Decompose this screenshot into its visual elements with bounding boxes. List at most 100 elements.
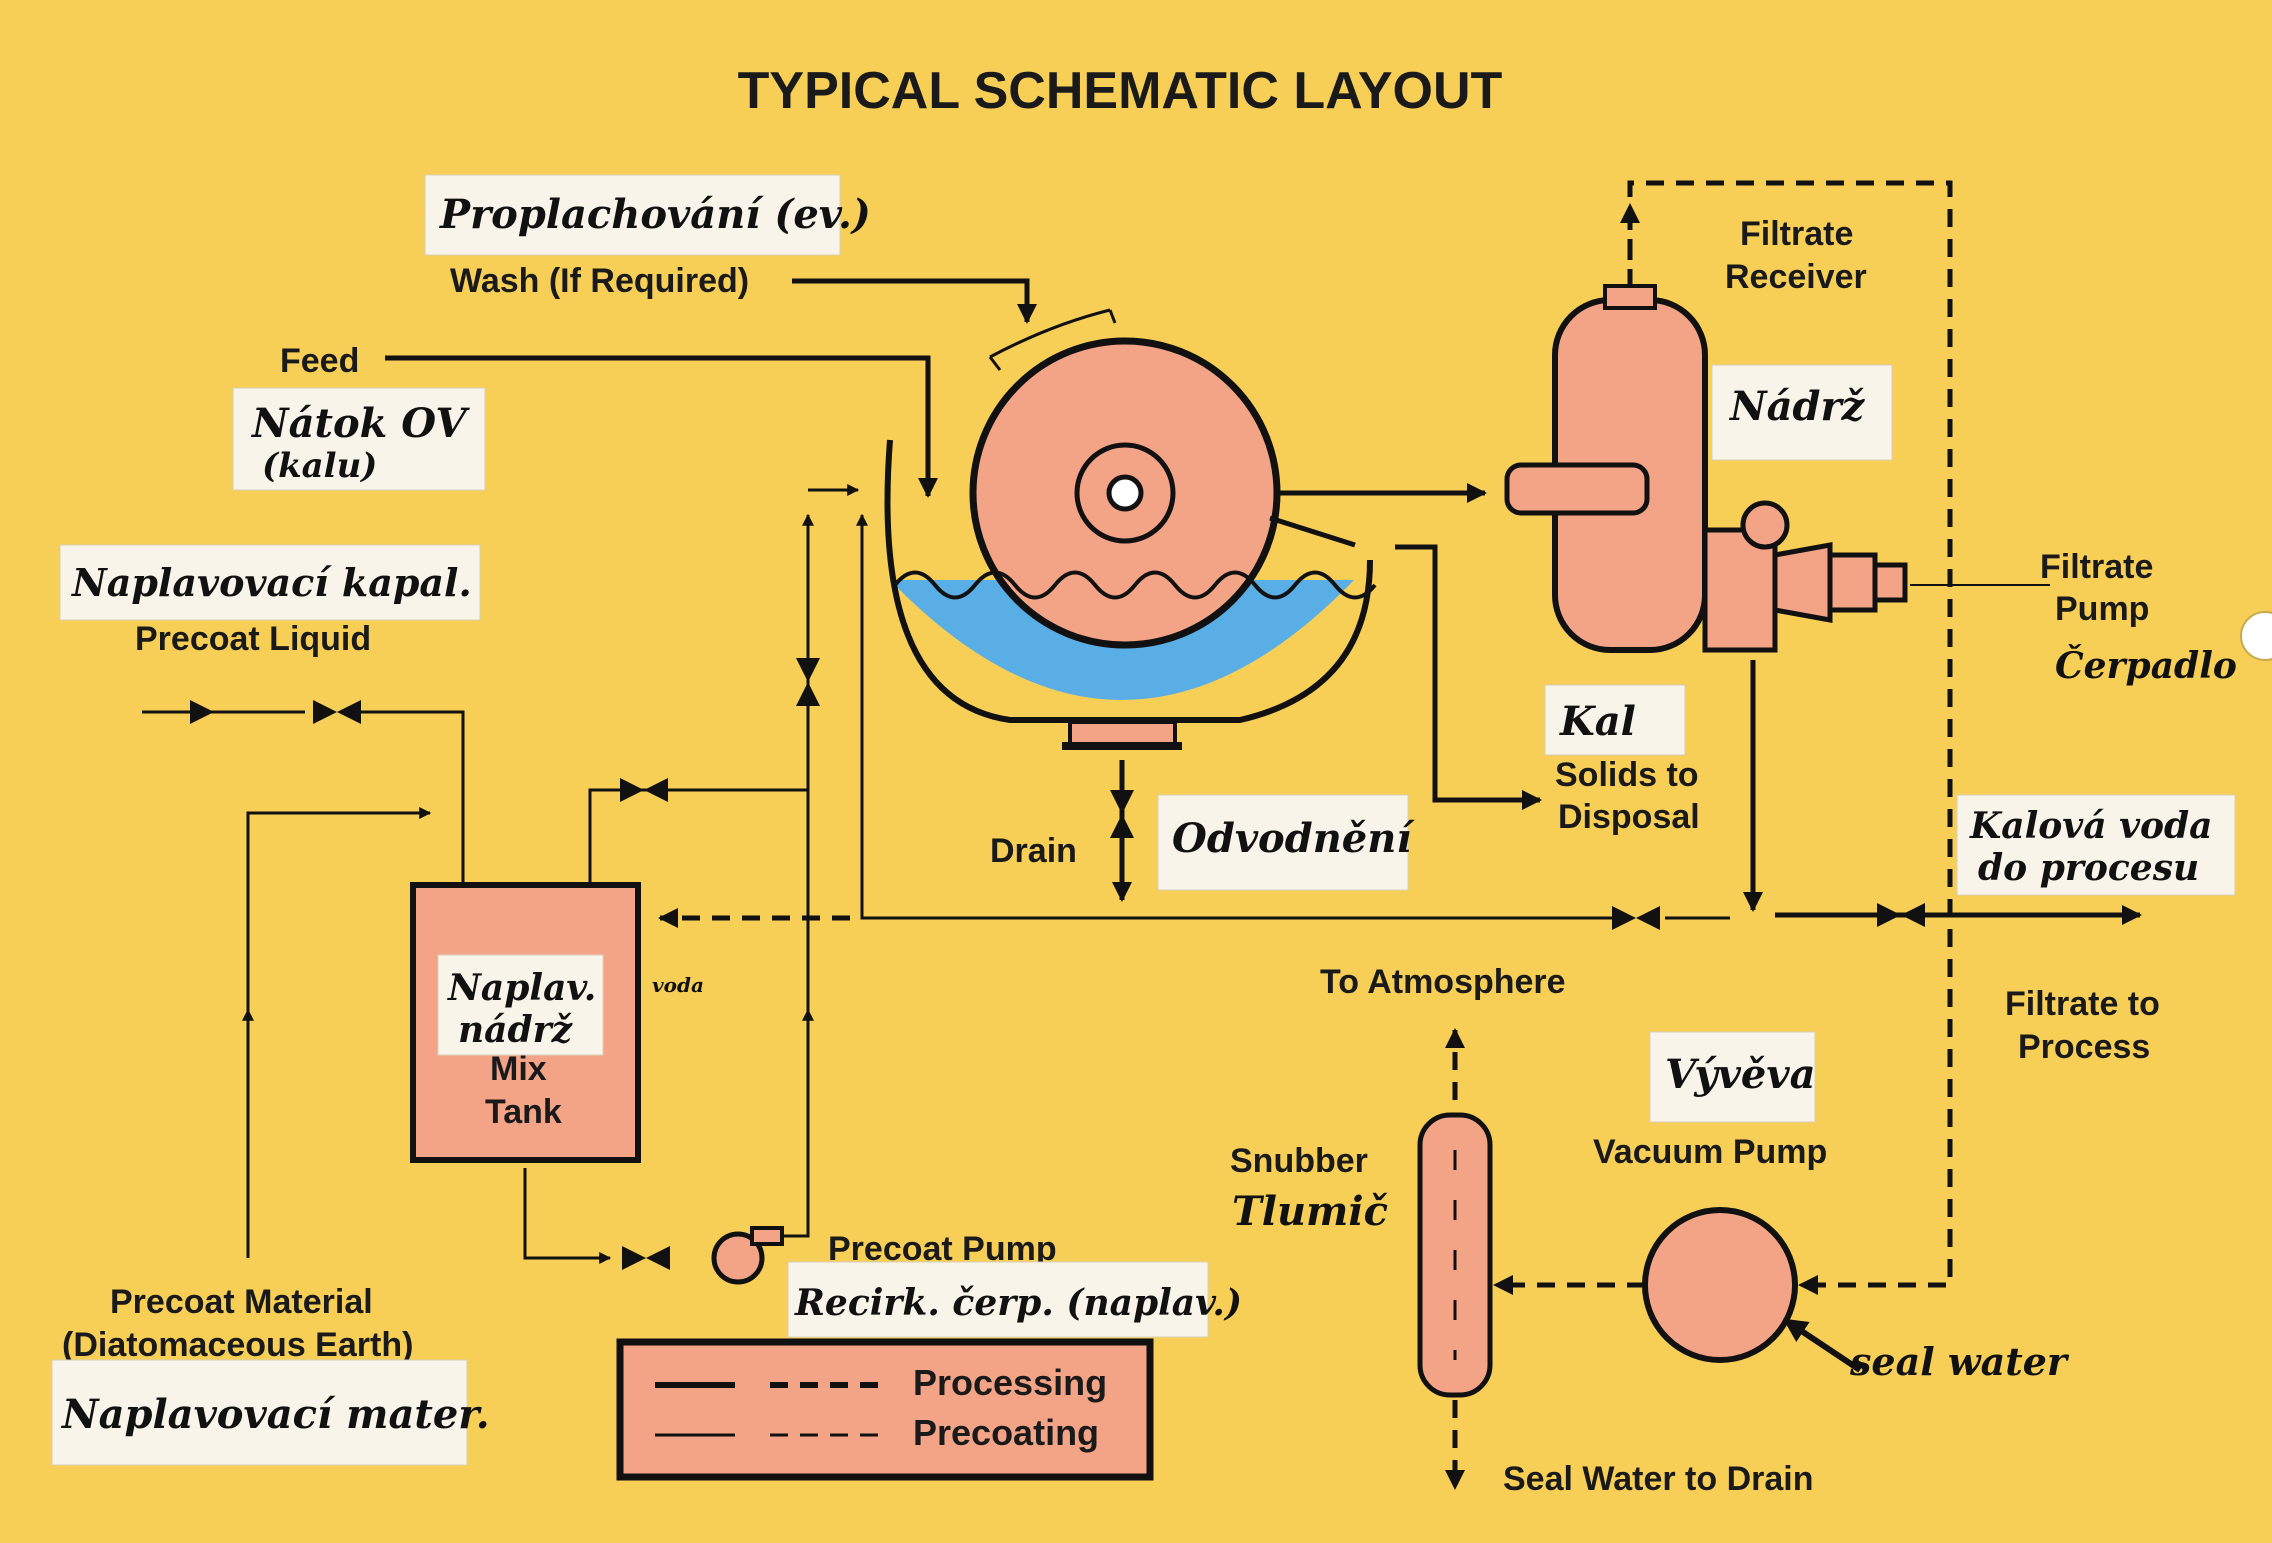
mix-tank-label-2: Tank [485,1093,562,1131]
note-material-box [51,1359,468,1466]
valve-precoat-liquid [313,700,361,724]
liquid-waves [893,570,1377,600]
drain-label: Drain [990,832,1077,870]
vat [884,439,1373,723]
note-receiver: Nádrž [1728,383,1866,430]
wash-spray [988,308,1117,371]
precoat-material-label-2: (Diatomaceous Earth) [62,1326,413,1364]
drain-flange [1068,720,1177,746]
note-tank-1: Naplav. [447,967,596,1009]
arrow-liquid-inlet [190,700,214,724]
valve-process [1877,903,1925,927]
feed-label: Feed [280,342,359,380]
precoat-pump-outlet [750,1226,784,1246]
precoat-return-vertical [860,520,1620,920]
valve-riser [796,658,820,706]
valves [190,658,1925,1270]
filtrate-receiver-label-2: Receiver [1725,258,1867,296]
precoat-liquid-label: Precoat Liquid [135,620,371,658]
note-process-2: do procesu [1978,847,2199,889]
feed-line [385,355,938,498]
valve-drain [1110,790,1134,838]
note-feed-2: (kalu) [262,446,377,486]
solids-label-1: Solids to [1555,756,1699,794]
wash-label: Wash (If Required) [450,262,749,300]
precoat-lines [142,484,1730,1264]
note-tank-side: voda [652,973,704,997]
scraper-blade [1269,515,1356,548]
precoat-material-label-1: Precoat Material [110,1283,373,1321]
drum-hub [1074,442,1176,544]
tank-outlet [523,1168,612,1264]
solids-line [1395,544,1542,810]
pump-motor [1772,542,1833,623]
note-vacuum: Vývěva [1665,1051,1816,1098]
note-wash-box [424,174,841,256]
note-receiver-box [1711,364,1893,461]
legend-precoating-label: Precoating [913,1412,1099,1453]
pump-coupling [1827,552,1878,613]
filtrate-pump [1702,500,2050,653]
snubber-label: Snubber [1230,1142,1368,1180]
wash-line [792,278,1037,324]
filtrate-process-label-2: Process [2018,1028,2150,1066]
note-tank-2: nádrž [458,1009,574,1051]
note-snubber: Tlumič [1232,1188,1388,1235]
note-drain-box [1157,794,1409,891]
valve-return [1612,906,1660,930]
filtrate-process-label-1: Filtrate to [2005,985,2160,1023]
rotary-drum-filter [884,308,1377,750]
solids-label-2: Disposal [1558,798,1700,836]
drum-axle [1106,474,1144,512]
note-precoat-liquid-box [59,544,481,621]
valve-recirc [620,778,668,802]
seal-water-drain-label: Seal Water to Drain [1503,1460,1813,1498]
material-to-tank [246,807,432,1010]
pump-riser [782,520,810,1238]
note-process-1: Kalová voda [1969,805,2213,847]
legend: Processing Precoating [616,1338,1154,1481]
receiver-neck [1603,284,1657,310]
filtrate-pump-label-1: Filtrate [2040,548,2153,586]
note-pump: Čerpadlo [2055,645,2237,687]
vacuum-pump-label: Vacuum Pump [1593,1133,1827,1171]
note-solids: Kal [1559,698,1636,745]
vacuum-pump [1642,1207,1798,1363]
note-seal-water: seal water [1849,1339,2070,1384]
note-material: Naplavovací mater. [60,1391,490,1438]
printed-labels: Wash (If Required) Feed Precoat Liquid F… [62,215,2160,1498]
pump-shaft [1872,562,1908,603]
mix-tank-label-1: Mix [490,1050,547,1088]
pump-top [1740,500,1790,550]
note-feed-1: Nátok OV [250,400,470,447]
note-process-box [1956,794,2236,896]
drain-plate [1062,742,1182,750]
filtrate-pump-label-2: Pump [2055,590,2149,628]
handwritten-notes: Proplachování (ev.) Nátok OV (kalu) Napl… [51,174,2237,1466]
note-solids-box [1544,684,1686,756]
snubber [1417,1112,1493,1398]
seal-water-arrow [1783,1317,1862,1373]
valve-tank-outlet [622,1246,670,1270]
filtrate-receiver-label-1: Filtrate [1740,215,1853,253]
to-atmosphere-label: To Atmosphere [1320,963,1566,1001]
receiver-inlet [1504,462,1650,516]
legend-processing-label: Processing [913,1362,1107,1403]
note-feed-box [232,387,486,491]
note-precoat-pump-box [787,1261,1209,1338]
precoat-pump [711,1226,784,1285]
note-tank-box [437,954,604,1056]
note-precoat-pump: Recirk. čerp. (naplav.) [794,1282,1242,1324]
note-drain: Odvodnění [1172,815,1415,862]
legend-box [616,1338,1154,1481]
page-title: TYPICAL SCHEMATIC LAYOUT [738,62,1503,120]
binder-hole [2240,611,2272,661]
precoat-liquid-to-tank [355,710,469,927]
note-wash: Proplachování (ev.) [439,191,871,238]
note-vacuum-box [1649,1031,1816,1123]
filtrate-receiver [1504,284,1708,653]
dashed-lines [658,180,1953,1490]
note-precoat-liquid: Naplavovací kapal. [71,560,472,605]
